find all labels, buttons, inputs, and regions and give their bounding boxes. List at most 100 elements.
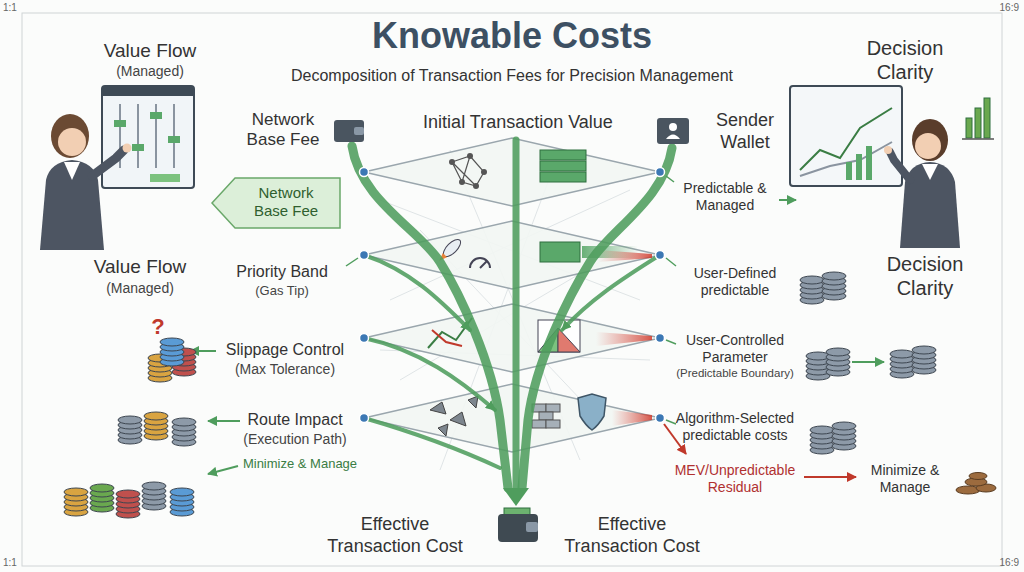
text-label: Predictable & Managed [675, 180, 775, 214]
text-label: MEV/Unpredictable Residual [670, 462, 800, 496]
text-label: Algorithm-Selected predictable costs [665, 410, 805, 444]
text-label: Effective Transaction Cost [315, 514, 475, 557]
left-coins [170, 488, 194, 516]
tag-arrow-box: Network Base Fee [212, 178, 340, 228]
text-label: 16:9 [989, 557, 1019, 569]
right-woman [912, 119, 948, 161]
brick-wall [546, 420, 560, 428]
slippage-chart [432, 330, 462, 346]
left-coins [172, 418, 196, 446]
text-label: Network Base Fee [235, 110, 331, 151]
left-woman [150, 174, 180, 182]
gauge-icon [470, 258, 490, 268]
right-woman [846, 162, 852, 180]
value-flows [364, 338, 495, 410]
text-label: User-Defined predictable [675, 265, 795, 299]
page-frame [22, 13, 1002, 566]
leader-lines [346, 258, 358, 266]
shield-icon [578, 394, 606, 430]
right-coins [822, 272, 846, 300]
text-label: (Managed) [70, 280, 210, 297]
value-flows [352, 146, 508, 488]
plane-dots [656, 414, 665, 423]
right-coins [826, 348, 850, 376]
right-coins [800, 272, 936, 454]
sender-wallet [666, 135, 680, 140]
base-fee-wallet [334, 120, 364, 142]
gauge-icon [480, 261, 487, 268]
value-bars [540, 150, 586, 160]
label-arrows [779, 199, 796, 201]
right-woman [962, 138, 994, 140]
text-label: 1:1 [3, 2, 29, 14]
text-label: (Execution Path) [235, 431, 355, 448]
plane-dots [656, 251, 665, 260]
leader-lines [666, 340, 676, 344]
left-woman [102, 86, 194, 96]
left-coins [90, 484, 114, 512]
slippage-chart [428, 318, 472, 348]
text-label: ? [147, 314, 169, 340]
effective-wallet [498, 514, 538, 542]
text-label: 16:9 [989, 2, 1019, 14]
route-pieces [450, 412, 466, 426]
shield-icon [578, 394, 606, 430]
route-pieces [468, 396, 478, 408]
diagram-title: Knowable Costs [312, 14, 712, 57]
leader-lines [666, 258, 676, 266]
left-coins [118, 416, 142, 444]
text-label: Sender Wallet [705, 110, 785, 153]
text-label: (Max Tolerance) [215, 361, 355, 378]
red-fades [612, 410, 652, 426]
brick-wall [532, 404, 560, 428]
route-pieces [430, 402, 446, 414]
value-flows [562, 255, 660, 330]
left-coins [64, 488, 88, 516]
text-label: Value Flow [70, 256, 210, 279]
effective-wallet [498, 508, 538, 542]
value-bars [540, 161, 586, 171]
right-woman [790, 86, 994, 248]
left-woman [58, 128, 86, 156]
text-label: (Predictable Boundary) [665, 367, 805, 381]
sender-wallet [669, 123, 677, 131]
value-bars [540, 150, 586, 182]
route-pieces [438, 424, 448, 436]
plane-dots [360, 414, 369, 423]
right-woman [890, 152, 910, 180]
text-label: Priority Band [224, 262, 340, 281]
flow-arrowhead [503, 488, 529, 506]
label-arrows [852, 361, 884, 363]
right-woman [866, 146, 872, 180]
network-dots [467, 153, 473, 159]
plane-dots [360, 334, 369, 343]
network-icon [452, 156, 484, 186]
effective-wallet [526, 522, 538, 532]
value-flows [364, 418, 500, 468]
right-woman [800, 108, 892, 170]
plane-dots [656, 168, 665, 177]
left-coins [160, 338, 184, 366]
text-label: Initial Transaction Value [393, 112, 643, 134]
text-label: Effective Transaction Cost [552, 514, 712, 557]
left-coins [144, 412, 168, 440]
red-arrows [804, 476, 856, 478]
value-flows [513, 140, 520, 488]
right-coins [890, 350, 914, 378]
network-dots [449, 153, 487, 189]
right-woman [975, 108, 981, 138]
right-woman [790, 86, 902, 186]
right-woman [856, 154, 862, 180]
plane-dots [360, 251, 369, 260]
route-pieces [430, 396, 478, 436]
text-label: Decomposition of Transaction Fees for Pr… [222, 66, 802, 85]
value-flows [364, 255, 470, 330]
network-dots [449, 159, 455, 165]
residual-pile [969, 473, 987, 480]
left-woman [168, 136, 180, 143]
sender-wallet [657, 118, 689, 144]
leader-lines [666, 420, 676, 424]
red-fades [598, 250, 652, 262]
left-coins [64, 338, 196, 518]
